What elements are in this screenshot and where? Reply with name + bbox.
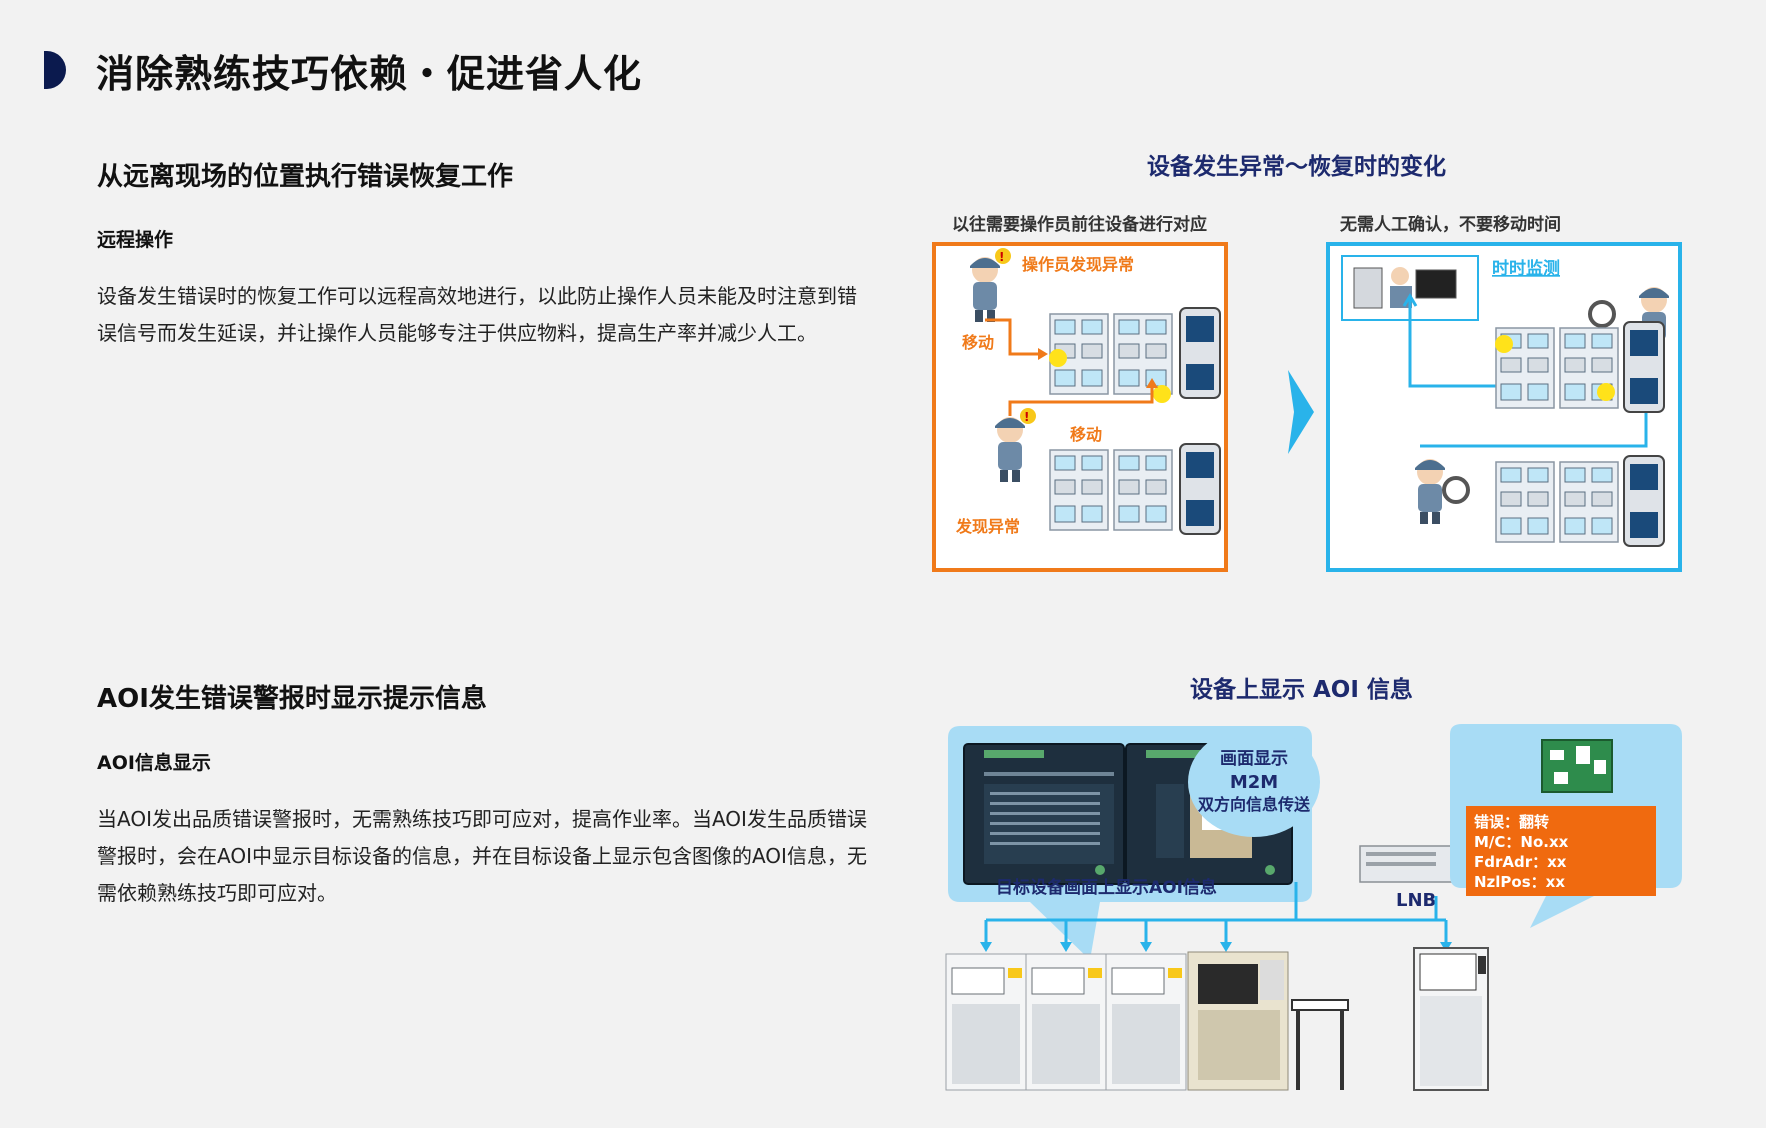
bubble-line2: M2M [1230, 772, 1278, 793]
figure1-diagram: ! 操作员发现异常 移动 移动 ! 发现异常 时时监测 [932, 242, 1682, 572]
error-info-line: NzlPos：xx [1474, 873, 1566, 891]
computer-icon [1353, 267, 1383, 309]
move-arrow-1 [985, 318, 1038, 356]
placement-machine-icon [1105, 953, 1187, 1091]
placement-machine-icon [1187, 951, 1289, 1091]
conveyor-icon [1291, 999, 1349, 1090]
error-flash-icon [1153, 385, 1171, 403]
transition-arrow-icon [1288, 370, 1314, 454]
section2-subheading: AOI信息显示 [97, 752, 211, 774]
title-marker-icon [44, 51, 66, 89]
page-title: 消除熟练技巧依赖・促进省人化 [96, 51, 643, 96]
move-arrow-2 [1008, 386, 1154, 416]
found-label: 发现异常 [955, 517, 1020, 536]
figure1-left-caption: 以往需要操作员前往设备进行对应 [952, 215, 1207, 235]
section1-paragraph: 设备发生错误时的恢复工作可以远程高效地进行，以此防止操作人员未能及时注意到错误信… [97, 284, 857, 345]
error-info-line: 错误：翻转 [1474, 813, 1550, 831]
lnb-label: LNB [1396, 890, 1436, 911]
page-title-row: 消除熟练技巧依赖・促进省人化 [44, 42, 642, 98]
monitor-label: 时时监测 [1492, 258, 1560, 279]
reel-icon [1442, 476, 1470, 504]
placement-machine-icon [1025, 953, 1107, 1091]
section2-paragraph: 当AOI发出品质错误警报时，无需熟练技巧即可应对，提高作业率。当AOI发生品质错… [97, 807, 867, 905]
figure1-right-caption: 无需人工确认，不要移动时间 [1340, 215, 1561, 235]
screen-caption: 目标设备画面上显示AOI信息 [996, 878, 1217, 898]
monitor-icon [1415, 269, 1457, 299]
figure2-title: 设备上显示 AOI 信息 [1190, 677, 1413, 703]
operator-found-label: 操作员发现异常 [1022, 255, 1134, 274]
aoi-machine-icon [1413, 947, 1489, 1091]
placement-machine-icon [945, 953, 1027, 1091]
svg-text:!: ! [999, 250, 1004, 264]
section1-subheading: 远程操作 [97, 229, 174, 251]
reel-icon [1588, 300, 1616, 328]
error-info-list: 错误：翻转 M/C：No.xx FdrAdr：xx NzlPos：xx [1474, 812, 1654, 892]
section2-heading: AOI发生错误警报时显示提示信息 [97, 684, 487, 714]
figure2-diagram: 画面显示 M2M 双方向信息传送 LNB [945, 724, 1682, 1091]
bubble-line3: 双方向信息传送 [1198, 795, 1311, 814]
error-info-line: M/C：No.xx [1474, 833, 1569, 851]
move-label-1: 移动 [962, 333, 994, 352]
section1-heading: 从远离现场的位置执行错误恢复工作 [97, 162, 514, 192]
error-info-box [1466, 806, 1656, 896]
error-info-line: FdrAdr：xx [1474, 853, 1567, 871]
m2m-bubble [1188, 727, 1320, 837]
alert-icon [995, 248, 1011, 264]
error-flash-icon [1049, 349, 1067, 367]
figure1-title: 设备发生异常～恢复时的变化 [1147, 154, 1446, 180]
move-label-2: 移动 [1070, 425, 1102, 444]
monitor-link-line [1408, 298, 1496, 388]
bubble-line1: 画面显示 [1220, 749, 1288, 769]
svg-text:!: ! [1024, 410, 1029, 424]
